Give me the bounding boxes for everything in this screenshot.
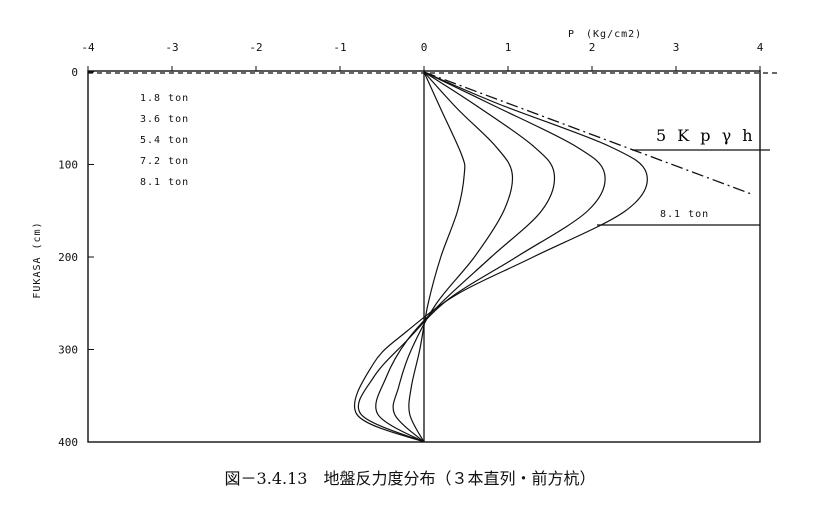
x-tick-label: -2 (249, 41, 262, 54)
x-tick-label: -4 (81, 41, 95, 54)
axis-ticks: -4 -3 -2 -1 0 1 2 3 4 0 100 200 300 400 (58, 41, 764, 449)
y-tick-label: 300 (58, 344, 78, 357)
x-axis-title: P (Kg/cm2) (568, 29, 642, 40)
series-line-6 (423, 71, 752, 195)
series-line-3 (375, 71, 556, 443)
series-line-2 (392, 71, 514, 443)
x-tick-label: 2 (589, 41, 596, 54)
y-axis-title: FUKASA (cm) (32, 221, 43, 298)
legend-entry-5: 8.1 ton (140, 177, 189, 188)
series-lines (354, 71, 752, 443)
legend-entry-2: 3.6 ton (140, 114, 189, 125)
figure-caption: 図－3.4.13 地盤反力度分布（３本直列・前方杭） (224, 469, 596, 488)
series-line-1 (408, 71, 466, 443)
x-tick-label: 1 (505, 41, 512, 54)
y-tick-label: 100 (58, 159, 78, 172)
x-tick-label: -3 (165, 41, 178, 54)
series-line-4 (357, 71, 606, 443)
annotation-8-1-ton: 8.1 ton (660, 209, 709, 220)
x-tick-label: -1 (333, 41, 346, 54)
y-tick-label: 0 (71, 66, 78, 79)
x-tick-label: 3 (673, 41, 680, 54)
series-line-5 (354, 71, 648, 443)
y-tick-label: 400 (58, 436, 78, 449)
y-tick-label: 200 (58, 251, 78, 264)
x-tick-label: 4 (757, 41, 764, 54)
annotation-5kpyh: 5 K p γ h (656, 126, 756, 145)
legend-entry-1: 1.8 ton (140, 93, 189, 104)
legend-entry-4: 7.2 ton (140, 156, 189, 167)
legend-entry-3: 5.4 ton (140, 135, 189, 146)
x-tick-label: 0 (421, 41, 428, 54)
